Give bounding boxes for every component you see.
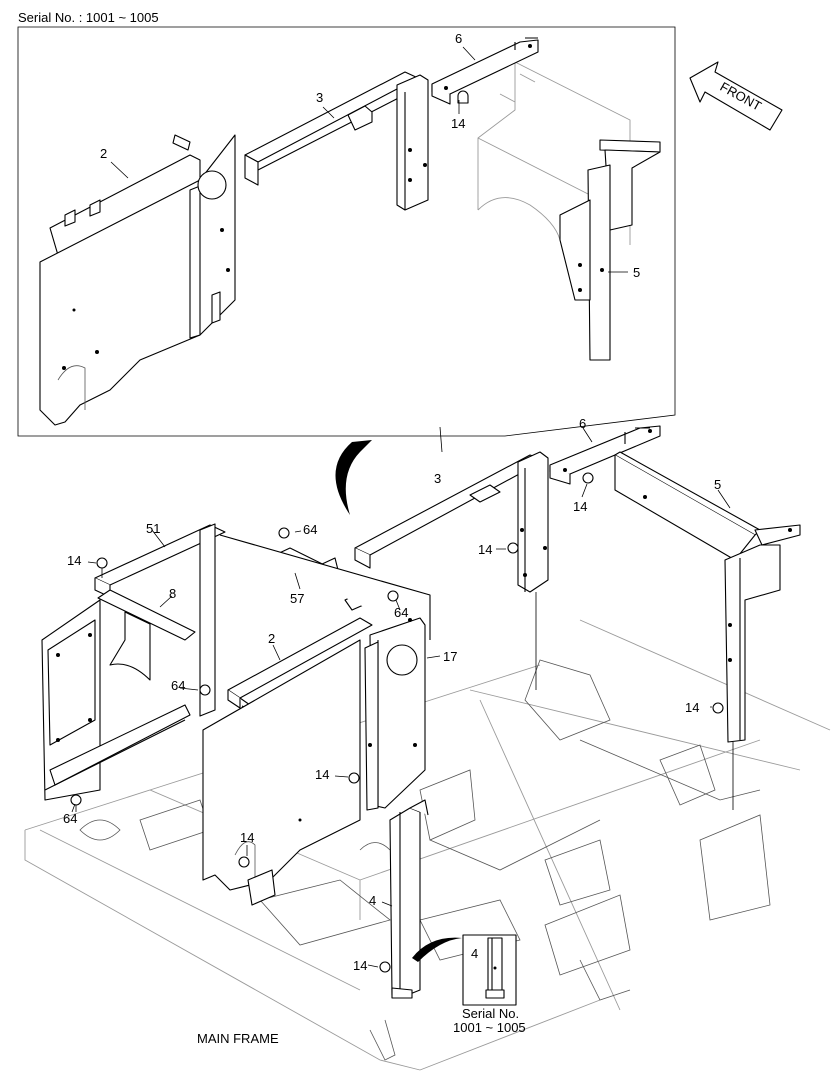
bolt-14-beam bbox=[507, 542, 519, 554]
bolt-14-post-right bbox=[712, 702, 724, 714]
callout-64-upper: 64 bbox=[303, 522, 317, 537]
part-5-post-bracket-detail bbox=[559, 139, 661, 361]
main-frame-label: MAIN FRAME bbox=[197, 1031, 279, 1046]
bolt-64-right bbox=[387, 590, 399, 602]
section-transition-arrow bbox=[335, 440, 372, 515]
callout-17: 17 bbox=[443, 649, 457, 664]
inset-pointer-arrow bbox=[412, 937, 462, 962]
callout-6-top: 6 bbox=[455, 31, 462, 46]
bolt-64-lower-left bbox=[70, 794, 82, 806]
detail-box-serial-1001-1005: 2 3 6 14 5 bbox=[17, 26, 676, 437]
part-6-bracket bbox=[549, 425, 661, 485]
part-4-rear-post bbox=[389, 799, 429, 999]
detail-box-border bbox=[17, 26, 676, 437]
callout-64-right: 64 bbox=[394, 605, 408, 620]
part-51-cab-frame bbox=[41, 523, 226, 801]
callout-6-main: 6 bbox=[579, 416, 586, 431]
callout-5-main: 5 bbox=[714, 477, 721, 492]
bolt-64-upper bbox=[278, 527, 290, 539]
callout-14-post-bottom: 14 bbox=[353, 958, 367, 973]
callout-3-main: 3 bbox=[434, 471, 441, 486]
bolt-14-panel bbox=[238, 856, 250, 868]
ghost-mount-outline bbox=[477, 61, 631, 245]
bolt-14-bracket bbox=[582, 472, 594, 484]
inset-serial-line1: Serial No. bbox=[462, 1006, 519, 1021]
bolt-14-mid bbox=[348, 772, 360, 784]
callout-4-main: 4 bbox=[369, 893, 376, 908]
part-57-cross-bar bbox=[219, 534, 431, 640]
inset-serial-part-4: 4 Serial No. 1001 ~ 1005 bbox=[453, 934, 526, 1035]
callout-2-top: 2 bbox=[100, 146, 107, 161]
callout-14-mid: 14 bbox=[315, 767, 329, 782]
callout-3-top: 3 bbox=[316, 90, 323, 105]
front-direction-arrow: FRONT bbox=[689, 61, 783, 131]
part-6-bracket-detail bbox=[431, 37, 539, 105]
callout-14-bracket: 14 bbox=[573, 499, 587, 514]
part-17-side-post bbox=[364, 617, 426, 811]
part-5-post-bracket bbox=[614, 451, 801, 743]
callout-14-beam: 14 bbox=[478, 542, 492, 557]
bolt-64-left bbox=[199, 684, 211, 696]
part-8-rear-bar bbox=[97, 589, 196, 681]
callout-64-left: 64 bbox=[171, 678, 185, 693]
part-3-cross-beam-detail bbox=[244, 71, 429, 211]
part-3-cross-beam bbox=[354, 451, 549, 593]
callout-64-lower-left: 64 bbox=[63, 811, 77, 826]
bolt-set bbox=[70, 472, 734, 973]
callout-14-upper-left: 14 bbox=[67, 553, 81, 568]
main-frame-base bbox=[24, 619, 831, 1071]
bolt-14-detail bbox=[457, 90, 469, 104]
part-2-side-panel bbox=[202, 617, 373, 906]
callout-14-panel: 14 bbox=[240, 830, 254, 845]
bolt-14-post-bottom bbox=[379, 961, 391, 973]
callout-2-main: 2 bbox=[268, 631, 275, 646]
callout-14-post-right: 14 bbox=[685, 700, 699, 715]
inset-serial-line2: 1001 ~ 1005 bbox=[453, 1020, 526, 1035]
bolt-14-upper-left bbox=[96, 557, 108, 569]
callout-8: 8 bbox=[169, 586, 176, 601]
callout-51: 51 bbox=[146, 521, 160, 536]
main-assembly: 3 6 14 5 14 51 14 64 8 57 64 2 17 64 14 … bbox=[24, 416, 831, 1071]
callout-57: 57 bbox=[290, 591, 304, 606]
inset-part-label: 4 bbox=[471, 946, 478, 961]
serial-range-title: Serial No. : 1001 ~ 1005 bbox=[18, 10, 159, 25]
callout-14-top: 14 bbox=[451, 116, 465, 131]
part-2-side-panel-detail bbox=[39, 134, 236, 426]
callout-5-top: 5 bbox=[633, 265, 640, 280]
